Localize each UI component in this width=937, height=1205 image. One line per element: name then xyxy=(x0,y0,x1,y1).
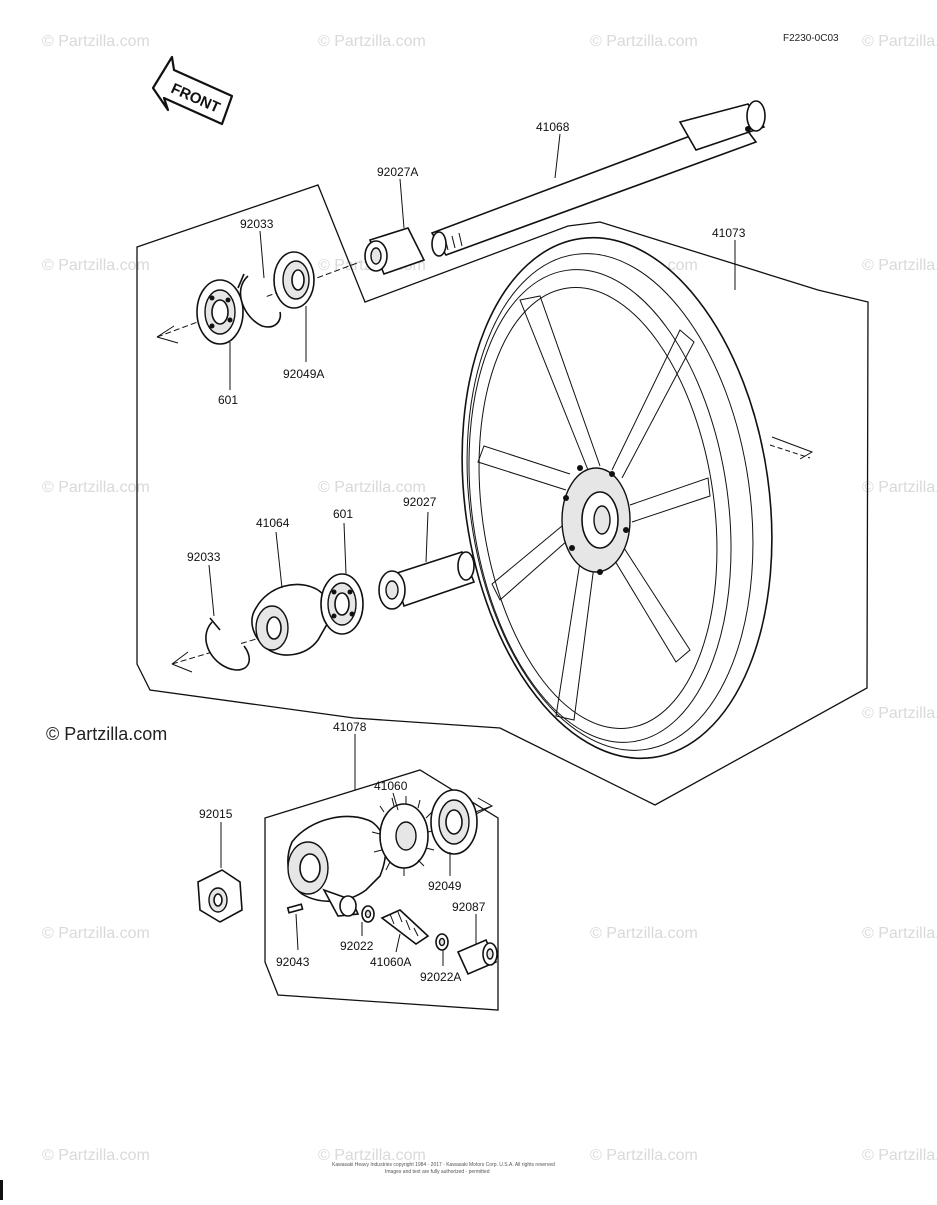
watermark: © Partzilla.com xyxy=(590,1147,698,1164)
watermark: © Partzilla.com xyxy=(318,479,426,496)
watermark: © Partzilla.com xyxy=(318,33,426,50)
part-label-41078: 41078 xyxy=(333,720,367,734)
watermark: © Partzilla.com xyxy=(42,925,150,942)
axle xyxy=(430,100,766,257)
bushing-washer xyxy=(339,895,375,923)
leader-line xyxy=(399,178,405,229)
part-label-41064: 41064 xyxy=(256,516,290,530)
wheel xyxy=(461,236,773,760)
leader-line xyxy=(425,511,429,563)
footer-copyright: Kawasaki Heavy Industries copyright 1984… xyxy=(332,1162,555,1168)
watermark: © Partzilla.com xyxy=(862,705,937,722)
watermark: © Partzilla.com xyxy=(590,925,698,942)
bushing-end xyxy=(456,938,498,976)
part-label-92087: 92087 xyxy=(452,900,486,914)
worm-gear xyxy=(380,909,430,945)
assembly-outline xyxy=(136,184,869,806)
watermark: © Partzilla.com xyxy=(862,257,937,274)
leader-line xyxy=(343,522,347,575)
leader-line xyxy=(395,933,401,953)
footer-note: Images and text are fully authorized · p… xyxy=(385,1169,490,1175)
gear-housing xyxy=(287,815,387,917)
grease-seal-top xyxy=(273,251,315,309)
watermark-main: © Partzilla.com xyxy=(46,724,167,744)
part-label-41073: 41073 xyxy=(712,226,746,240)
watermark: © Partzilla.com xyxy=(42,1147,150,1164)
watermark: © Partzilla.com xyxy=(862,33,937,50)
drive-plate xyxy=(251,583,333,656)
leader-line xyxy=(275,531,283,589)
watermark: © Partzilla.com xyxy=(318,1147,426,1164)
cotter-pin xyxy=(286,903,304,914)
watermark: © Partzilla.com xyxy=(42,33,150,50)
diagram-code: F2230-0C03 xyxy=(783,33,839,44)
part-label-92027: 92027 xyxy=(403,495,437,509)
washer-small xyxy=(435,933,449,951)
leader-line xyxy=(259,230,265,279)
circlip-top xyxy=(237,273,282,328)
part-label-92043: 92043 xyxy=(276,955,310,969)
watermark: © Partzilla.com xyxy=(42,479,150,496)
part-label-601-mid: 601 xyxy=(333,507,353,521)
part-label-92049A: 92049A xyxy=(283,367,324,381)
part-label-41060: 41060 xyxy=(374,779,408,793)
part-label-92033-mid: 92033 xyxy=(187,550,221,564)
distance-collar xyxy=(378,551,476,610)
drive-gear xyxy=(371,796,437,876)
gear-housing-outline xyxy=(264,769,499,1011)
edge-marker xyxy=(0,1180,3,1200)
part-label-41068: 41068 xyxy=(536,120,570,134)
collar-spacer xyxy=(364,227,426,276)
watermark: © Partzilla.com xyxy=(42,257,150,274)
part-label-601-top: 601 xyxy=(218,393,238,407)
watermark: © Partzilla.com xyxy=(862,925,937,942)
part-label-92022: 92022 xyxy=(340,939,374,953)
leader-line xyxy=(392,792,399,811)
part-label-41060A: 41060A xyxy=(370,955,411,969)
grease-seal-gear xyxy=(430,789,478,855)
watermark: © Partzilla.com xyxy=(862,1147,937,1164)
axle-nut xyxy=(197,869,243,923)
bearing-top xyxy=(196,279,244,345)
part-label-92022A: 92022A xyxy=(420,970,461,984)
part-label-92015: 92015 xyxy=(199,807,233,821)
watermark: © Partzilla.com xyxy=(590,33,698,50)
leader-line xyxy=(295,913,299,951)
circlip-mid xyxy=(205,617,251,671)
part-label-92033-top: 92033 xyxy=(240,217,274,231)
wheel-spokes xyxy=(477,295,711,721)
bearing-mid xyxy=(320,573,364,635)
leader-line xyxy=(554,133,561,179)
watermark: © Partzilla.com xyxy=(862,479,937,496)
part-label-92027A: 92027A xyxy=(377,165,418,179)
part-label-92049: 92049 xyxy=(428,879,462,893)
front-arrow-icon: FRONT xyxy=(151,55,234,126)
leader-line xyxy=(208,564,215,617)
